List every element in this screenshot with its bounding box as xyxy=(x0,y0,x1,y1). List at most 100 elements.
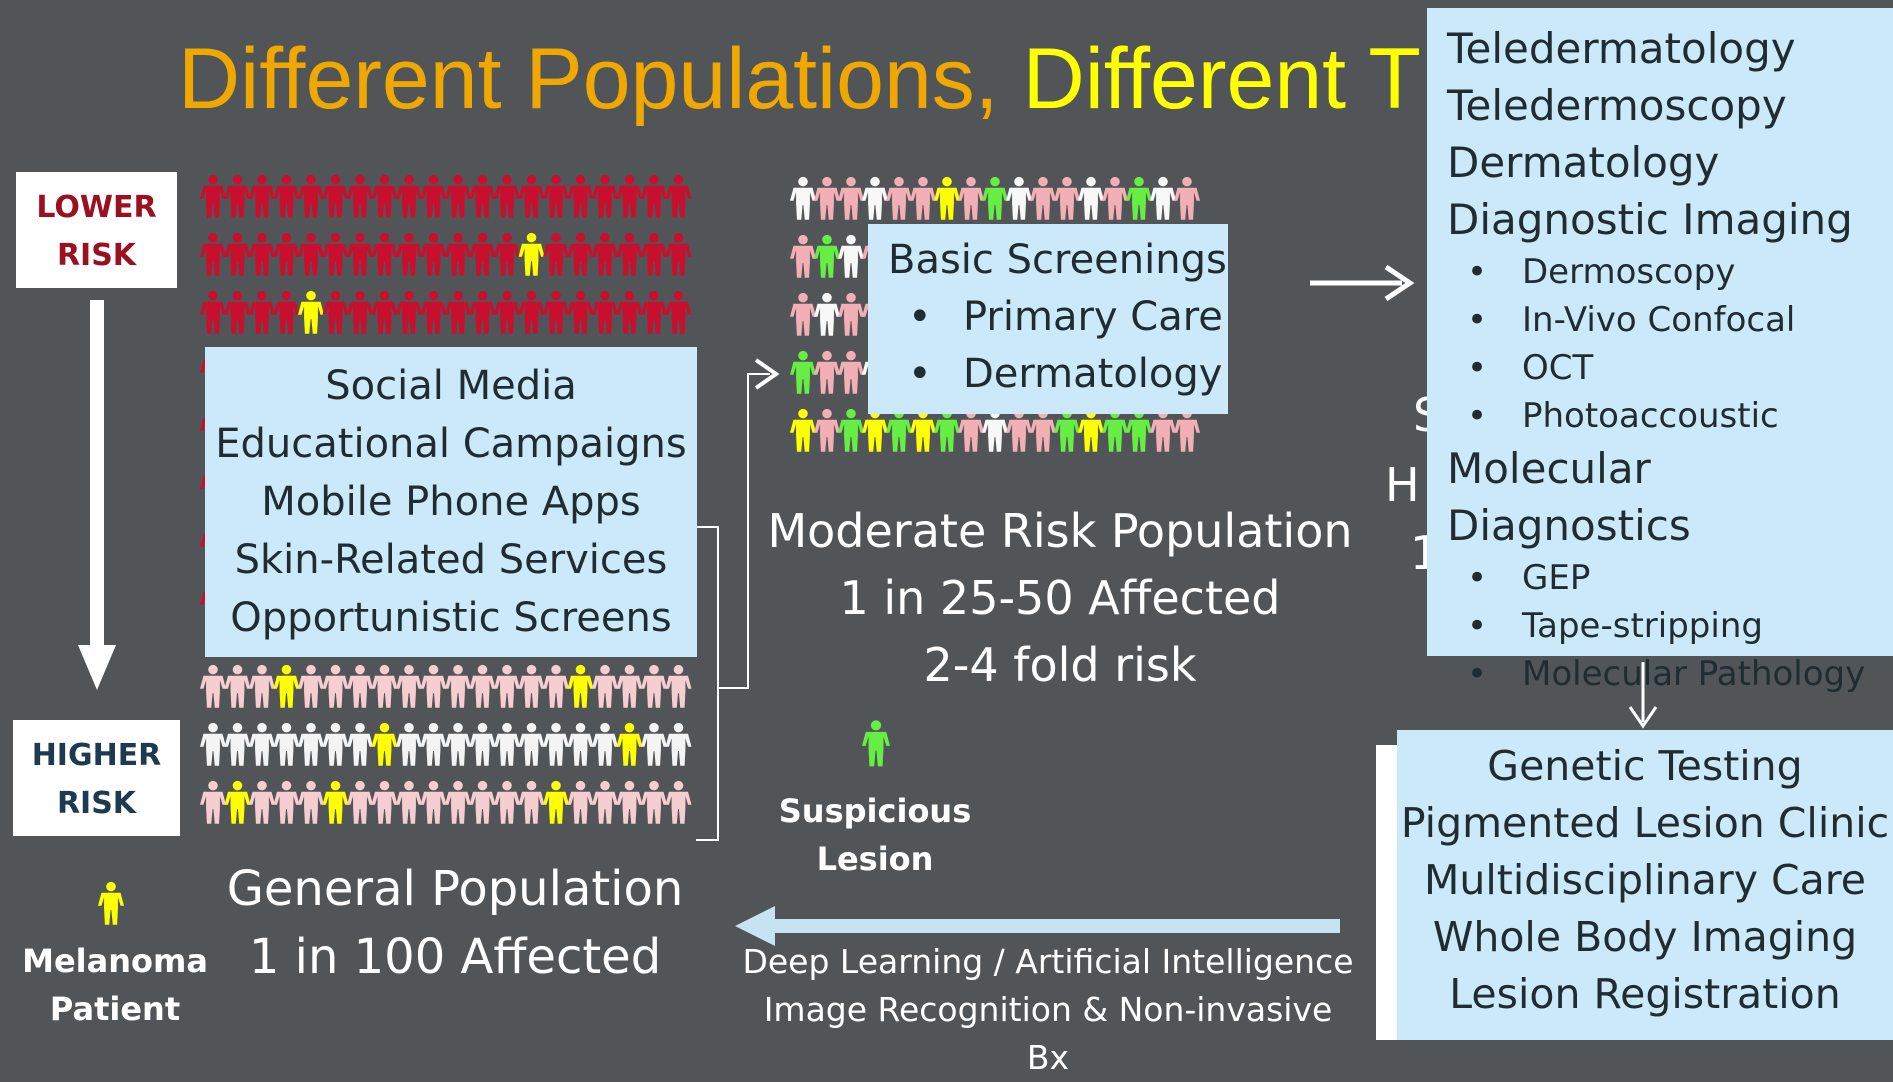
person-figure xyxy=(838,408,864,452)
specialty-item: Whole Body Imaging xyxy=(1432,913,1858,961)
outreach-item: Mobile Phone Apps xyxy=(261,479,641,525)
person-figure xyxy=(371,780,398,824)
suspicious-legend-label: Suspicious Lesion xyxy=(760,787,990,883)
basic-screenings-title: Basic Screenings xyxy=(888,237,1227,283)
person-figure xyxy=(790,292,816,336)
person-figure xyxy=(396,174,422,218)
person-figure xyxy=(862,408,888,452)
title-part-2: Different T xyxy=(1022,31,1421,127)
person-figure xyxy=(567,780,594,824)
molecular-item: GEP xyxy=(1447,554,1893,602)
person-figure xyxy=(249,722,275,766)
person-figure xyxy=(224,780,251,824)
person-figure xyxy=(420,290,447,334)
person-figure xyxy=(616,780,643,824)
tool-item: Diagnostic Imaging xyxy=(1447,195,1853,244)
person-figure xyxy=(273,290,300,334)
moderate-to-tools-arrow xyxy=(1310,264,1415,302)
person-figure xyxy=(592,174,618,218)
specialty-item: Lesion Registration xyxy=(1449,970,1841,1018)
person-figure xyxy=(814,350,840,394)
person-figure xyxy=(567,290,594,334)
person-figure xyxy=(934,176,960,220)
person-figure xyxy=(224,664,251,708)
person-figure xyxy=(420,232,447,276)
tool-item: Dermatology xyxy=(1447,138,1720,187)
person-figure xyxy=(518,722,545,766)
person-figure xyxy=(910,408,936,452)
person-figure xyxy=(934,408,960,452)
ai-caption-line-2: Image Recognition & Non-invasive Bx xyxy=(763,990,1333,1077)
person-figure xyxy=(641,174,667,218)
person-figure xyxy=(200,174,226,218)
person-figure xyxy=(1102,408,1128,452)
imaging-item: Dermoscopy xyxy=(1447,248,1893,296)
slide-title: Different Populations, Different T xyxy=(178,30,1421,129)
person-figure xyxy=(420,664,447,708)
person-figure xyxy=(322,722,349,766)
person-figure xyxy=(200,232,226,276)
person-figure xyxy=(838,234,864,278)
diagram-graphics xyxy=(78,174,1658,1040)
person-figure xyxy=(616,664,643,708)
person-figure xyxy=(543,722,569,766)
person-figure xyxy=(616,232,643,276)
person-figure xyxy=(641,722,667,766)
moderate-population-caption: Moderate Risk Population 1 in 25-50 Affe… xyxy=(760,498,1360,699)
person-figure xyxy=(814,234,840,278)
person-figure xyxy=(592,722,618,766)
to-moderate-arrowhead xyxy=(754,358,780,390)
person-figure xyxy=(641,664,667,708)
lower-risk-line-1: LOWER xyxy=(36,190,157,225)
person-figure xyxy=(249,232,275,276)
diagnostic-tools-box: Teledermatology Teledermoscopy Dermatolo… xyxy=(1427,8,1893,698)
person-figure xyxy=(322,664,349,708)
person-figure xyxy=(1054,408,1080,452)
person-figure xyxy=(1126,176,1152,220)
person-figure xyxy=(518,664,545,708)
person-figure xyxy=(298,664,324,708)
person-figure xyxy=(1174,176,1200,220)
melanoma-label-line-1: Melanoma xyxy=(22,942,208,980)
person-figure xyxy=(298,290,324,334)
person-figure xyxy=(200,780,226,824)
person-figure xyxy=(616,174,643,218)
person-figure xyxy=(494,232,520,276)
higher-risk-label: HIGHER RISK xyxy=(13,720,180,836)
person-figure xyxy=(790,350,816,394)
person-figure xyxy=(494,290,520,334)
person-figure xyxy=(1030,408,1056,452)
ai-feedback-arrow xyxy=(735,906,1340,946)
suspicious-label-line-2: Lesion xyxy=(816,840,934,878)
person-figure xyxy=(200,722,226,766)
outreach-item: Opportunistic Screens xyxy=(230,595,672,641)
person-figure xyxy=(371,722,398,766)
screening-item: Primary Care xyxy=(888,289,1228,346)
person-figure xyxy=(1078,408,1104,452)
person-figure xyxy=(298,722,324,766)
tool-item: Teledermatology xyxy=(1447,24,1796,73)
general-to-moderate-connector xyxy=(696,526,719,841)
person-figure xyxy=(420,722,447,766)
melanoma-icon xyxy=(98,881,124,925)
person-figure xyxy=(838,292,864,336)
person-figure xyxy=(322,290,349,334)
higher-risk-line-2: RISK xyxy=(56,786,137,821)
person-figure xyxy=(641,780,667,824)
person-figure xyxy=(1150,408,1176,452)
person-figure xyxy=(1054,176,1080,220)
person-figure xyxy=(641,290,667,334)
person-figure xyxy=(200,290,226,334)
person-figure xyxy=(469,664,496,708)
person-figure xyxy=(1174,408,1200,452)
person-figure xyxy=(814,176,840,220)
molecular-item: Molecular Pathology xyxy=(1447,650,1893,698)
person-figure xyxy=(494,722,520,766)
higher-risk-line-1: HIGHER xyxy=(31,738,162,773)
person-figure xyxy=(543,232,569,276)
moderate-population-rate: 1 in 25-50 Affected xyxy=(839,571,1281,625)
outreach-item: Skin-Related Services xyxy=(234,537,668,583)
person-figure xyxy=(1006,408,1032,452)
person-figure xyxy=(249,290,275,334)
outreach-box: Social Media Educational Campaigns Mobil… xyxy=(205,347,697,657)
